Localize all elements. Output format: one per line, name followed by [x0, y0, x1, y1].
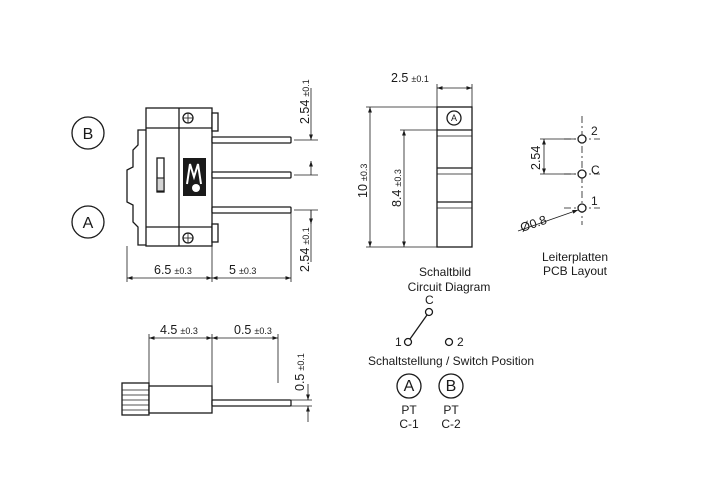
pcb-title-de: Leiterplatten — [542, 250, 608, 264]
dim-side-height-inner: 8.4±0.3 — [390, 169, 404, 207]
position-b-label: B — [83, 126, 94, 143]
circuit-pin-1-label: 1 — [395, 335, 402, 349]
slider-window — [156, 157, 165, 193]
pcb-hole-c — [577, 169, 587, 179]
pcb-pin-2-label: 2 — [591, 124, 598, 138]
pcb-hole-1 — [577, 203, 587, 213]
svg-text:PT: PT — [443, 403, 459, 417]
dim-pcb-hole: Ø0.8 — [518, 213, 548, 235]
side-housing — [436, 106, 473, 248]
dim-side-width: 2.5±0.1 — [391, 71, 429, 85]
side-marker-a: A — [446, 110, 462, 126]
circuit-contact-c — [424, 307, 434, 317]
switch-position: Schaltstellung / Switch Position A PT C-… — [368, 354, 534, 431]
svg-text:C-2: C-2 — [441, 417, 461, 431]
pcb-layout: 2 C 1 2.54 Ø0.8 Leiterplatten PCB Layout — [517, 116, 608, 278]
manufacturer-logo — [183, 158, 206, 196]
switch-position-a: A PT C-1 — [396, 373, 422, 431]
svg-text:B: B — [446, 378, 457, 395]
dim-bottom-left: 4.5±0.3 — [160, 323, 198, 337]
circuit-common-label: C — [425, 293, 434, 307]
svg-text:C-1: C-1 — [399, 417, 419, 431]
circuit-contact-1 — [403, 337, 413, 347]
circuit-pin-2-label: 2 — [457, 335, 464, 349]
dim-pin-pitch-bottom: 2.54±0.1 — [298, 227, 312, 272]
circuit-contact-2 — [444, 337, 454, 347]
pcb-hole-2 — [577, 134, 587, 144]
circuit-switch-lever — [409, 314, 428, 340]
dim-bottom-vertical: 0.5±0.1 — [293, 353, 307, 391]
bottom-pin — [211, 399, 292, 407]
svg-text:A: A — [404, 378, 415, 395]
switch-position-title: Schaltstellung / Switch Position — [368, 354, 534, 368]
bottom-view: 4.5±0.3 0.5±0.3 0.5±0.1 — [121, 323, 312, 422]
dim-side-height-outer: 10±0.3 — [356, 164, 370, 198]
dim-front-width-right: 5±0.3 — [229, 263, 256, 277]
bottom-housing — [148, 385, 213, 414]
circuit-diagram: Schaltbild Circuit Diagram C 1 2 — [395, 265, 490, 349]
mounting-rivet-top — [182, 112, 194, 124]
circuit-title-de: Schaltbild — [419, 265, 471, 279]
pcb-pin-1-label: 1 — [591, 194, 598, 208]
actuator-knob — [126, 129, 146, 246]
position-b-circle: B — [71, 116, 105, 150]
mounting-rivet-bottom — [182, 232, 194, 244]
position-a-label: A — [83, 215, 94, 232]
svg-text:PT: PT — [401, 403, 417, 417]
circuit-title-en: Circuit Diagram — [408, 280, 491, 294]
pcb-pin-c-label: C — [591, 163, 600, 177]
dim-pin-pitch-top: 2.54±0.1 — [298, 79, 312, 124]
dim-front-width-left: 6.5±0.3 — [154, 263, 192, 277]
terminal-pins — [211, 136, 292, 214]
pcb-title-en: PCB Layout — [543, 264, 608, 278]
front-view: B A — [71, 79, 318, 282]
side-view: A 2.5±0.1 10±0.3 8.4±0.3 — [356, 71, 473, 248]
switch-position-b: B PT C-2 — [438, 373, 464, 431]
position-a-circle: A — [71, 205, 105, 239]
dim-pcb-pitch: 2.54 — [529, 146, 543, 170]
svg-text:A: A — [451, 113, 457, 123]
dim-bottom-right: 0.5±0.3 — [234, 323, 272, 337]
